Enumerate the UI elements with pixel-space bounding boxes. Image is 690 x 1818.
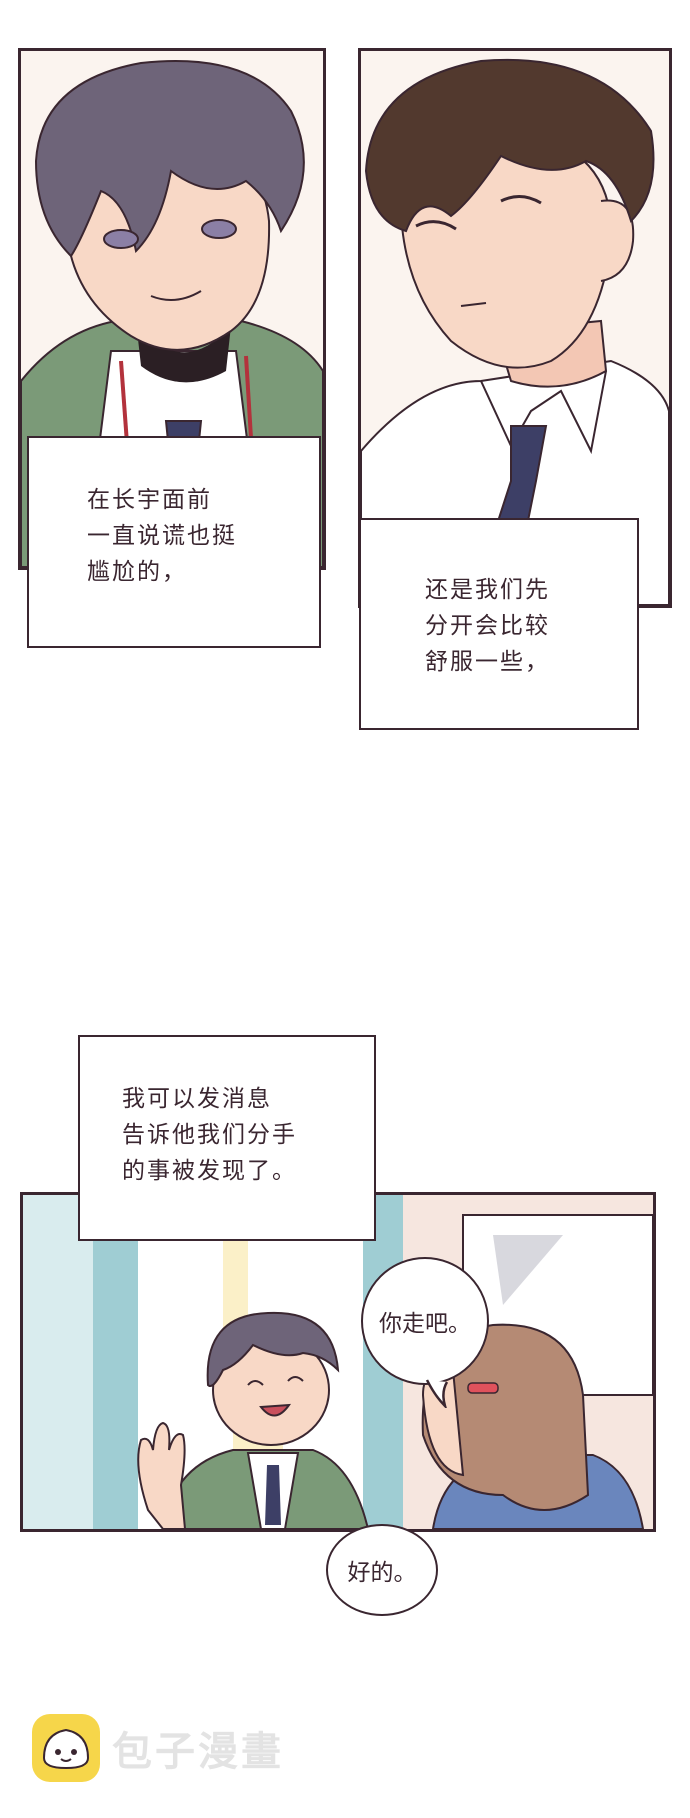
baozi-logo-icon (32, 1714, 100, 1782)
character-brown-hair-boy-art (361, 51, 669, 605)
caption-1-line-3: 尴尬的， (87, 559, 187, 585)
panel-bottom (20, 1192, 656, 1532)
speech-bubble-2: 好的。 (326, 1524, 438, 1616)
caption-3-line-2: 告诉他我们分手 (122, 1122, 297, 1148)
caption-box-1: 在长宇面前 一直说谎也挺 尴尬的， (27, 436, 321, 648)
caption-box-2: 还是我们先 分开会比较 舒服一些， (359, 518, 639, 730)
caption-2-line-2: 分开会比较 (425, 613, 550, 639)
caption-1-line-2: 一直说谎也挺 (87, 523, 237, 549)
panel-top-right (358, 48, 672, 608)
caption-box-3: 我可以发消息 告诉他我们分手 的事被发现了。 (78, 1035, 376, 1241)
caption-2-line-3: 舒服一些， (425, 649, 550, 675)
caption-3-line-3: 的事被发现了。 (122, 1158, 297, 1184)
speech-bubble-1: 你走吧。 (361, 1257, 489, 1385)
classroom-farewell-scene-art (23, 1195, 653, 1529)
caption-3-line-1: 我可以发消息 (122, 1086, 272, 1112)
watermark: 包子漫畫 (30, 1712, 284, 1784)
speech-bubble-2-text: 好的。 (347, 1560, 417, 1586)
speech-bubble-1-text: 你走吧。 (379, 1311, 471, 1337)
watermark-text: 包子漫畫 (112, 1729, 284, 1775)
speech-bubble-1-tail (425, 1379, 449, 1408)
caption-1-line-1: 在长宇面前 (87, 487, 212, 513)
caption-2-line-1: 还是我们先 (425, 577, 550, 603)
